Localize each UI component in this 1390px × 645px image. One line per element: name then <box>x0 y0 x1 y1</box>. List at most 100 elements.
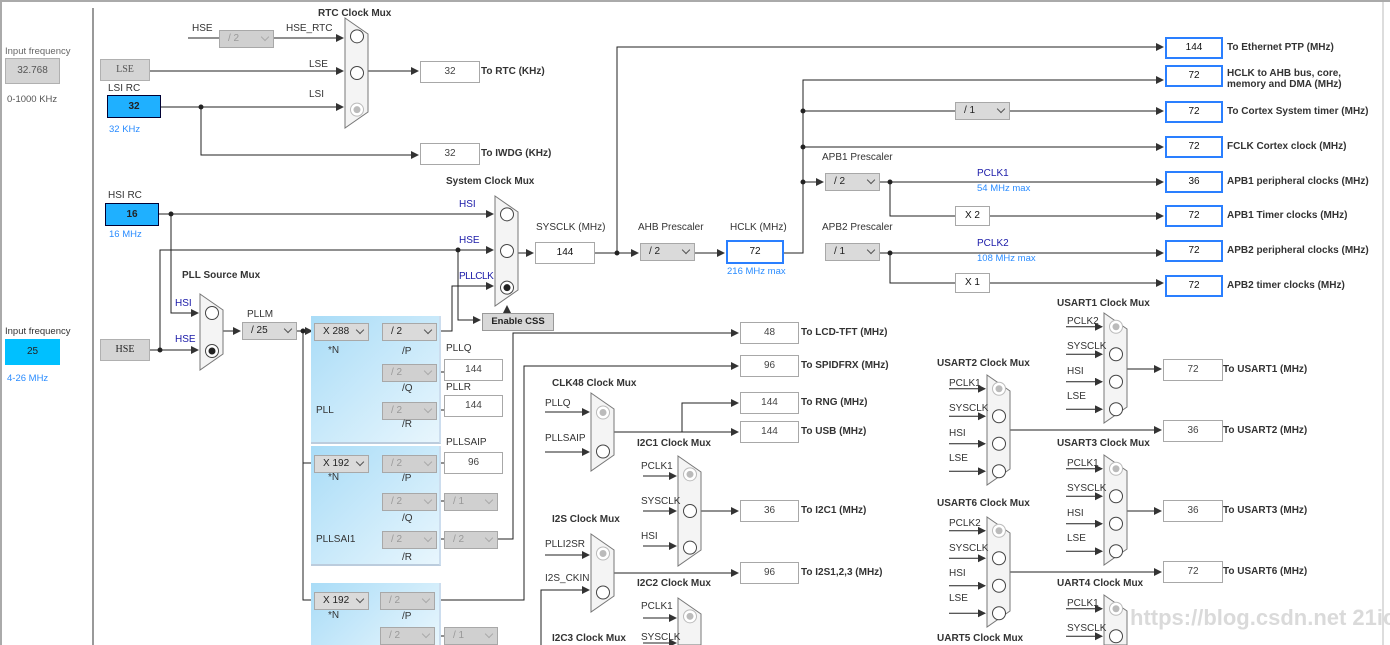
rtc-clock-mux-title: RTC Clock Mux <box>318 8 392 19</box>
output-usart-label: To USART3 (MHz) <box>1223 505 1308 516</box>
sysclk-label: SYSCLK (MHz) <box>536 222 606 233</box>
uart5-mux-title: UART5 Clock Mux <box>937 633 1024 644</box>
mux-radio-button[interactable] <box>992 551 1006 566</box>
output-right-value[interactable]: 72 <box>1165 65 1223 87</box>
mux-radio-button[interactable] <box>1109 516 1123 531</box>
usart3-mux-input-label: LSE <box>1067 533 1086 544</box>
rtc-hse-divider-dropdown[interactable]: / 2 <box>219 30 274 48</box>
lsi-rc-value[interactable]: 32 <box>107 95 161 118</box>
pllsai1-q-dropdown[interactable]: / 2 <box>382 493 437 511</box>
hse-oscillator[interactable]: HSE <box>100 339 150 361</box>
usart2-clock-mux <box>986 374 1011 486</box>
iwdg-output-label: To IWDG (KHz) <box>481 148 552 159</box>
usart6-mux-input-label: LSE <box>949 593 968 604</box>
output-right-label-line1: APB1 peripheral clocks (MHz) <box>1227 176 1369 187</box>
dropdown-value: / 2 <box>391 367 403 378</box>
mux-radio-button[interactable] <box>992 436 1006 451</box>
plli2s-n-label: *N <box>328 610 340 621</box>
output-right-value[interactable]: 72 <box>1165 240 1223 262</box>
selected-dot-icon <box>1112 465 1120 473</box>
apb1-prescaler-dropdown[interactable]: / 2 <box>825 173 880 191</box>
output-right-value[interactable]: 72 <box>1165 136 1223 158</box>
output-right-value[interactable]: 72 <box>1165 101 1223 123</box>
mux-radio-button[interactable] <box>350 66 364 80</box>
mux-radio-button[interactable] <box>992 606 1006 621</box>
pll-p-dropdown[interactable]: / 2 <box>382 323 437 341</box>
mux-radio-button[interactable] <box>683 504 697 518</box>
apb2-timer-multiplier: X 1 <box>955 273 990 293</box>
hclk-value[interactable]: 72 <box>726 240 784 264</box>
chevron-down-icon <box>421 594 431 604</box>
pllr-label: PLLR <box>446 382 472 393</box>
pllsai1-n-dropdown[interactable]: X 192 <box>314 455 369 473</box>
pll-source-mux <box>199 293 224 371</box>
rtc-output-label: To RTC (KHz) <box>481 66 545 77</box>
output-right-value[interactable]: 72 <box>1165 275 1223 297</box>
cortex-timer-divider-dropdown[interactable]: / 1 <box>955 102 1010 120</box>
output-right-label: To Cortex System timer (MHz) <box>1227 106 1369 117</box>
mux-radio-button[interactable] <box>205 306 219 320</box>
mux-radio-button[interactable] <box>992 464 1006 479</box>
pll-q-label: /Q <box>402 383 413 394</box>
plli2s-n-dropdown[interactable]: X 192 <box>314 592 369 610</box>
plli2s-q-dropdown[interactable]: / 2 <box>380 627 435 645</box>
plli2s-q2-dropdown[interactable]: / 1 <box>444 627 498 645</box>
output-mid-label: To USB (MHz) <box>801 426 867 437</box>
pll-n-dropdown[interactable]: X 288 <box>314 323 369 341</box>
apb2-prescaler-dropdown[interactable]: / 1 <box>825 243 880 261</box>
output-mid-label: To RNG (MHz) <box>801 397 868 408</box>
mux-radio-button[interactable] <box>683 540 697 555</box>
output-right-label: APB2 peripheral clocks (MHz) <box>1227 245 1369 256</box>
lse-oscillator[interactable]: LSE <box>100 59 150 81</box>
mux-radio-button[interactable] <box>500 207 514 222</box>
pll-q-dropdown[interactable]: / 2 <box>382 364 437 382</box>
lse-input-frequency-field[interactable]: 32.768 <box>5 58 60 84</box>
enable-css-button[interactable]: Enable CSS <box>482 313 554 331</box>
mux-radio-button[interactable] <box>596 585 610 600</box>
mux-radio-button[interactable] <box>1109 402 1123 417</box>
mux-radio-button[interactable] <box>1109 544 1123 559</box>
selected-dot-icon <box>1112 605 1120 613</box>
i2c1-clock-mux <box>677 455 702 567</box>
mux-radio-button[interactable] <box>596 444 610 459</box>
hsi-rc-value[interactable]: 16 <box>105 203 159 226</box>
chevron-down-icon <box>866 245 876 255</box>
chevron-down-icon <box>421 629 431 639</box>
mux-radio-button[interactable] <box>992 578 1006 593</box>
chevron-down-icon <box>423 533 433 543</box>
pll-p-label: /P <box>402 346 412 357</box>
mux-radio-button[interactable] <box>500 244 514 258</box>
pllm-dropdown[interactable]: / 25 <box>242 322 297 340</box>
mux-radio-button[interactable] <box>992 409 1006 424</box>
hse-input-frequency-field[interactable]: 25 <box>5 339 60 365</box>
pllsai1-r2-dropdown[interactable]: / 2 <box>444 531 498 549</box>
pllsai1-r-dropdown[interactable]: / 2 <box>382 531 437 549</box>
output-right-value[interactable]: 72 <box>1165 205 1223 227</box>
output-right-value[interactable]: 144 <box>1165 37 1223 59</box>
mux-radio-button[interactable] <box>1109 374 1123 389</box>
pllsai1-q2-dropdown[interactable]: / 1 <box>444 493 498 511</box>
chevron-down-icon <box>423 457 433 467</box>
dropdown-value: / 1 <box>964 105 976 116</box>
hse-range-label: 4-26 MHz <box>7 373 49 384</box>
usart1-clock-mux <box>1103 312 1128 424</box>
output-right-label-line1: HCLK to AHB bus, core, <box>1227 68 1342 79</box>
mux-radio-button[interactable] <box>1109 489 1123 504</box>
lse-input-frequency-label: Input frequency <box>5 46 71 57</box>
pllsai1-p-dropdown[interactable]: / 2 <box>382 455 437 473</box>
apb2-prescaler-label: APB2 Prescaler <box>822 222 893 233</box>
dropdown-value: X 192 <box>323 595 350 606</box>
ahb-prescaler-dropdown[interactable]: / 2 <box>640 243 695 261</box>
mux-radio-button[interactable] <box>1109 347 1123 362</box>
wire <box>889 253 955 284</box>
plli2s-p-dropdown[interactable]: / 2 <box>380 592 435 610</box>
mux-radio-button[interactable] <box>1109 629 1123 644</box>
pll-r-dropdown[interactable]: / 2 <box>382 402 437 420</box>
sysclk-value[interactable]: 144 <box>535 242 595 264</box>
mux-radio-button[interactable] <box>350 29 364 44</box>
wire <box>784 76 1164 254</box>
clk48-in-pllsaip: PLLSAIP <box>545 433 586 444</box>
output-right-value[interactable]: 36 <box>1165 171 1223 193</box>
output-usart-label: To USART2 (MHz) <box>1223 425 1308 436</box>
